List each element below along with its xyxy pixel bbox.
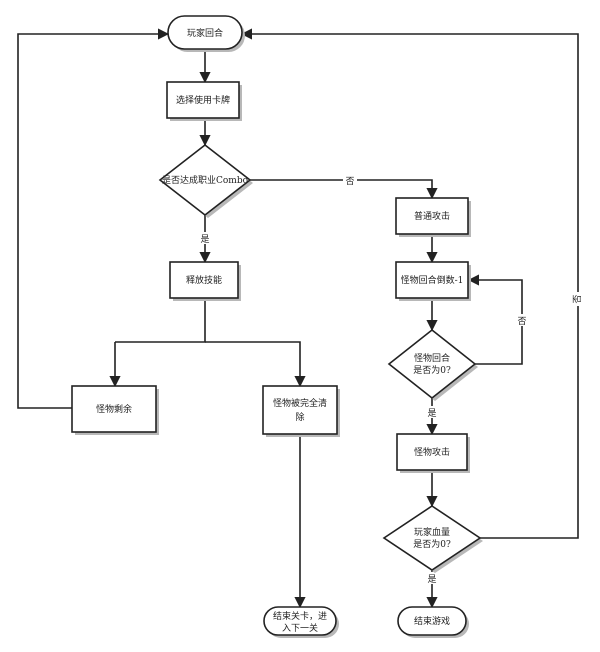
node-monster-attack-label: 怪物攻击 (414, 446, 450, 458)
node-monster-attack[interactable]: 怪物攻击 (396, 433, 470, 473)
edge-label-hp-yes: 是 (427, 574, 436, 585)
node-end-level[interactable]: 结束关卡，进 入下一关 (263, 606, 339, 638)
node-normal-attack-label: 普通攻击 (414, 210, 450, 222)
edge-remain-loop-back (17, 28, 170, 409)
node-countdown-label: 怪物回合倒数-1 (401, 274, 464, 286)
edge-label-hp-no: 否 (572, 294, 583, 303)
edge-skill-to-cleared (205, 341, 306, 388)
node-countdown[interactable]: 怪物回合倒数-1 (395, 261, 471, 301)
node-end-level-label-1: 结束关卡，进 (273, 610, 327, 622)
node-hp-q-label-2: 是否为0? (413, 538, 451, 550)
edge-skill-split (115, 298, 206, 343)
edge-label-turn-no: 否 (517, 316, 526, 327)
node-release-skill-label: 释放技能 (186, 274, 222, 286)
node-monster-turn-q[interactable]: 怪物回合 是否为0? (387, 328, 478, 401)
node-game-over-label: 结束游戏 (414, 615, 450, 627)
node-monster-remain[interactable]: 怪物剩余 (71, 385, 159, 435)
node-monster-cleared[interactable]: 怪物被完全清 除 (262, 385, 340, 437)
node-player-turn-label: 玩家回合 (187, 27, 223, 39)
edge-label-turn-yes: 是 (427, 408, 436, 419)
node-hp-q[interactable]: 玩家血量 是否为0? (382, 505, 483, 573)
edge-labels: 否 是 否 是 是 否 (198, 174, 585, 585)
node-choose-card[interactable]: 选择使用卡牌 (166, 81, 242, 121)
node-choose-card-label: 选择使用卡牌 (176, 94, 230, 106)
node-monster-cleared-label-1: 怪物被完全清 (273, 397, 327, 409)
node-normal-attack[interactable]: 普通攻击 (395, 197, 471, 237)
node-monster-turn-q-label-1: 怪物回合 (414, 352, 450, 364)
node-release-skill[interactable]: 释放技能 (169, 261, 241, 301)
node-game-over[interactable]: 结束游戏 (397, 606, 469, 638)
node-monster-remain-label: 怪物剩余 (96, 403, 132, 415)
node-monster-cleared-label-2: 除 (295, 411, 304, 423)
node-player-turn[interactable]: 玩家回合 (167, 15, 245, 52)
edge-label-combo-yes: 是 (200, 234, 209, 245)
node-hp-q-label-1: 玩家血量 (414, 526, 450, 538)
edges (17, 28, 579, 609)
edge-turn-q-no-loop (467, 274, 523, 365)
node-combo-check[interactable]: 是否达成职业Combo (158, 143, 253, 218)
edge-combo-no-to-normal (250, 179, 438, 200)
node-monster-turn-q-label-2: 是否为0? (413, 364, 451, 376)
node-end-level-label-2: 入下一关 (282, 622, 318, 634)
edge-hp-q-no-loop-back (240, 28, 579, 539)
edge-label-combo-no: 否 (345, 176, 354, 187)
node-combo-check-label: 是否达成职业Combo (162, 174, 248, 186)
